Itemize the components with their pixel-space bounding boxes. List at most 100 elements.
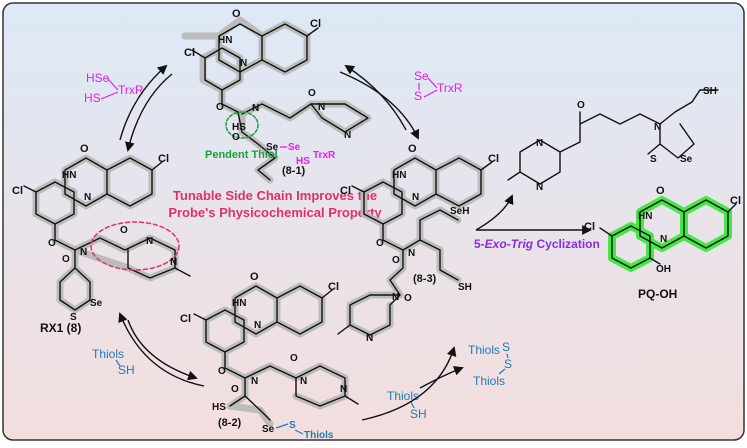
reagent-se: Se: [288, 142, 301, 153]
atom-o: O: [656, 185, 665, 197]
atom-n: N: [252, 103, 259, 114]
atom-o: O: [232, 8, 241, 20]
atom-n: N: [660, 234, 667, 245]
atom-se: Se: [90, 298, 103, 309]
compound-pq-oh: [599, 196, 737, 272]
atom-hn: HN: [638, 211, 652, 222]
atom-o: O: [216, 102, 224, 113]
atom-o: O: [62, 254, 70, 265]
atom-hs: HS: [212, 402, 226, 413]
arrow-rx1-to-8-2: [127, 319, 198, 381]
atom-cl: Cl: [340, 185, 351, 197]
reagent-s: S: [502, 340, 510, 354]
atom-n: N: [318, 102, 325, 113]
atom-sh: SH: [458, 282, 472, 293]
arrow-8-2-to-8-3: [361, 346, 457, 421]
atom-n: N: [146, 236, 153, 247]
tunable-side-chain-text-1: Tunable Side Chain Improves the: [173, 188, 377, 203]
atom-o: O: [290, 353, 298, 364]
atom-cl: Cl: [184, 47, 195, 59]
atom-n: N: [170, 257, 177, 268]
compound-label-pq-oh: PQ-OH: [638, 287, 677, 301]
reagent-trxr: TrxR: [118, 83, 144, 97]
atom-o: O: [250, 271, 259, 283]
atom-o: O: [231, 384, 239, 395]
atom-sh: SH: [703, 86, 717, 97]
compound-label-8-2: (8-2): [218, 417, 242, 429]
atom-o: O: [120, 225, 128, 236]
atom-cl: Cl: [180, 313, 191, 325]
reagent-thiols: Thiols: [387, 389, 419, 403]
atom-hn: HN: [392, 170, 406, 181]
atom-o: O: [218, 366, 226, 377]
arrow-8-3-to-8-1: [344, 64, 407, 131]
atom-oh: OH: [656, 264, 671, 275]
atom-hn: HN: [62, 170, 76, 181]
reagent-se: Se: [414, 69, 429, 83]
atom-o: O: [392, 255, 400, 266]
reaction-arrows: [118, 64, 592, 421]
atom-n: N: [80, 247, 87, 258]
atom-se: Se: [680, 154, 693, 165]
reagent-hs: HS: [84, 91, 101, 105]
atom-n: N: [344, 130, 351, 141]
atom-n: N: [340, 384, 347, 395]
atom-s: S: [70, 312, 77, 323]
arrow-8-2-to-rx1: [118, 312, 205, 387]
atom-n: N: [240, 58, 247, 69]
compound-8-1: [181, 16, 372, 184]
atom-o: O: [80, 143, 89, 155]
reagent-thiols: Thiols: [304, 430, 334, 441]
arrow-8-1-to-rx1: [125, 73, 173, 152]
atom-n: N: [536, 182, 543, 193]
compound-label-8-3: (8-3): [413, 273, 437, 285]
pendent-thiol-label: Pendent Thiol: [205, 149, 278, 161]
atom-n: N: [254, 320, 261, 331]
reagent-s: S: [414, 89, 422, 103]
reagent-thiols: Thiols: [473, 374, 505, 388]
atom-seh: SeH: [450, 206, 469, 217]
atom-hs: HS: [232, 122, 246, 133]
atom-cl: Cl: [310, 18, 321, 30]
atom-o: O: [48, 238, 56, 249]
atom-s: S: [650, 154, 657, 165]
compound-label-rx1: RX1 (8): [40, 321, 81, 335]
cyclic-byproduct: [507, 89, 719, 185]
atom-cl: Cl: [158, 153, 169, 165]
reagent-thiols: Thiols: [92, 347, 124, 361]
atom-o: O: [308, 88, 316, 99]
atom-o: O: [404, 293, 412, 304]
atom-cl: Cl: [12, 185, 23, 197]
atom-o: O: [376, 238, 384, 249]
atom-se: Se: [262, 424, 275, 435]
atom-cl: Cl: [328, 281, 339, 293]
reagent-hse: HSe: [86, 71, 110, 85]
reagent-sh: SH: [410, 407, 427, 421]
compound-8-2: [193, 282, 359, 428]
reagent-s: S: [504, 357, 512, 371]
arrow-rx1-to-8-1: [119, 64, 168, 141]
reagent-hs: HS: [296, 156, 310, 167]
atom-o: O: [408, 143, 417, 155]
atom-n: N: [408, 248, 415, 259]
reagent-trxr: TrxR: [437, 81, 463, 95]
compound-8-3: [337, 154, 493, 339]
atom-n: N: [84, 192, 91, 203]
reagent-s: S: [289, 420, 296, 431]
reagent-thiols: Thiols: [468, 343, 500, 357]
atom-n: N: [654, 122, 661, 133]
compound-rx1: [23, 154, 191, 314]
reagent-trxr: TrxR: [313, 150, 336, 161]
arrow-8-1-to-8-3: [339, 71, 420, 140]
arrow-thiols-side: [419, 366, 464, 389]
atom-o: O: [577, 100, 585, 111]
atom-n: N: [536, 138, 543, 149]
atom-hn: HN: [218, 35, 232, 46]
atom-cl: Cl: [730, 195, 741, 207]
atom-n: N: [366, 333, 373, 344]
atom-n: N: [392, 292, 399, 303]
cyclization-label: 5-Exo-Trig Cyclization: [474, 237, 600, 251]
tunable-side-chain-text-2: Probe's Physicochemical Property: [168, 205, 382, 220]
